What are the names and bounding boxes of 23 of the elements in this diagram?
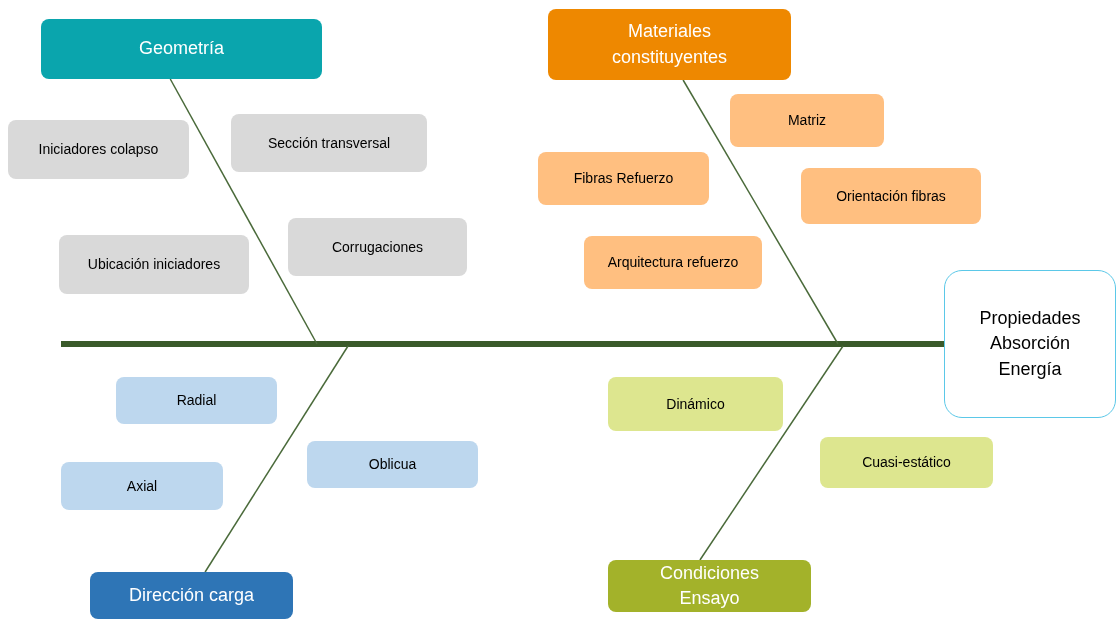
cause-box: Cuasi-estático bbox=[820, 437, 993, 488]
cause-box: Corrugaciones bbox=[288, 218, 467, 276]
cause-box: Ubicación iniciadores bbox=[59, 235, 249, 294]
cause-box: Arquitectura refuerzo bbox=[584, 236, 762, 289]
cause-box: Radial bbox=[116, 377, 277, 424]
cause-box: Matriz bbox=[730, 94, 884, 147]
category-box: Materiales constituyentes bbox=[548, 9, 791, 80]
cause-box: Oblicua bbox=[307, 441, 478, 488]
spine-line bbox=[61, 341, 944, 347]
cause-box: Fibras Refuerzo bbox=[538, 152, 709, 205]
bone-line bbox=[204, 345, 349, 573]
effect-box: Propiedades Absorción Energía bbox=[944, 270, 1116, 418]
bone-line bbox=[699, 345, 844, 561]
bone-line bbox=[682, 79, 839, 345]
cause-box: Dinámico bbox=[608, 377, 783, 431]
cause-box: Axial bbox=[61, 462, 223, 510]
category-box: Condiciones Ensayo bbox=[608, 560, 811, 612]
category-box: Geometría bbox=[41, 19, 322, 79]
cause-box: Iniciadores colapso bbox=[8, 120, 189, 179]
category-box: Dirección carga bbox=[90, 572, 293, 619]
cause-box: Orientación fibras bbox=[801, 168, 981, 224]
cause-box: Sección transversal bbox=[231, 114, 427, 172]
bone-line bbox=[169, 78, 318, 345]
